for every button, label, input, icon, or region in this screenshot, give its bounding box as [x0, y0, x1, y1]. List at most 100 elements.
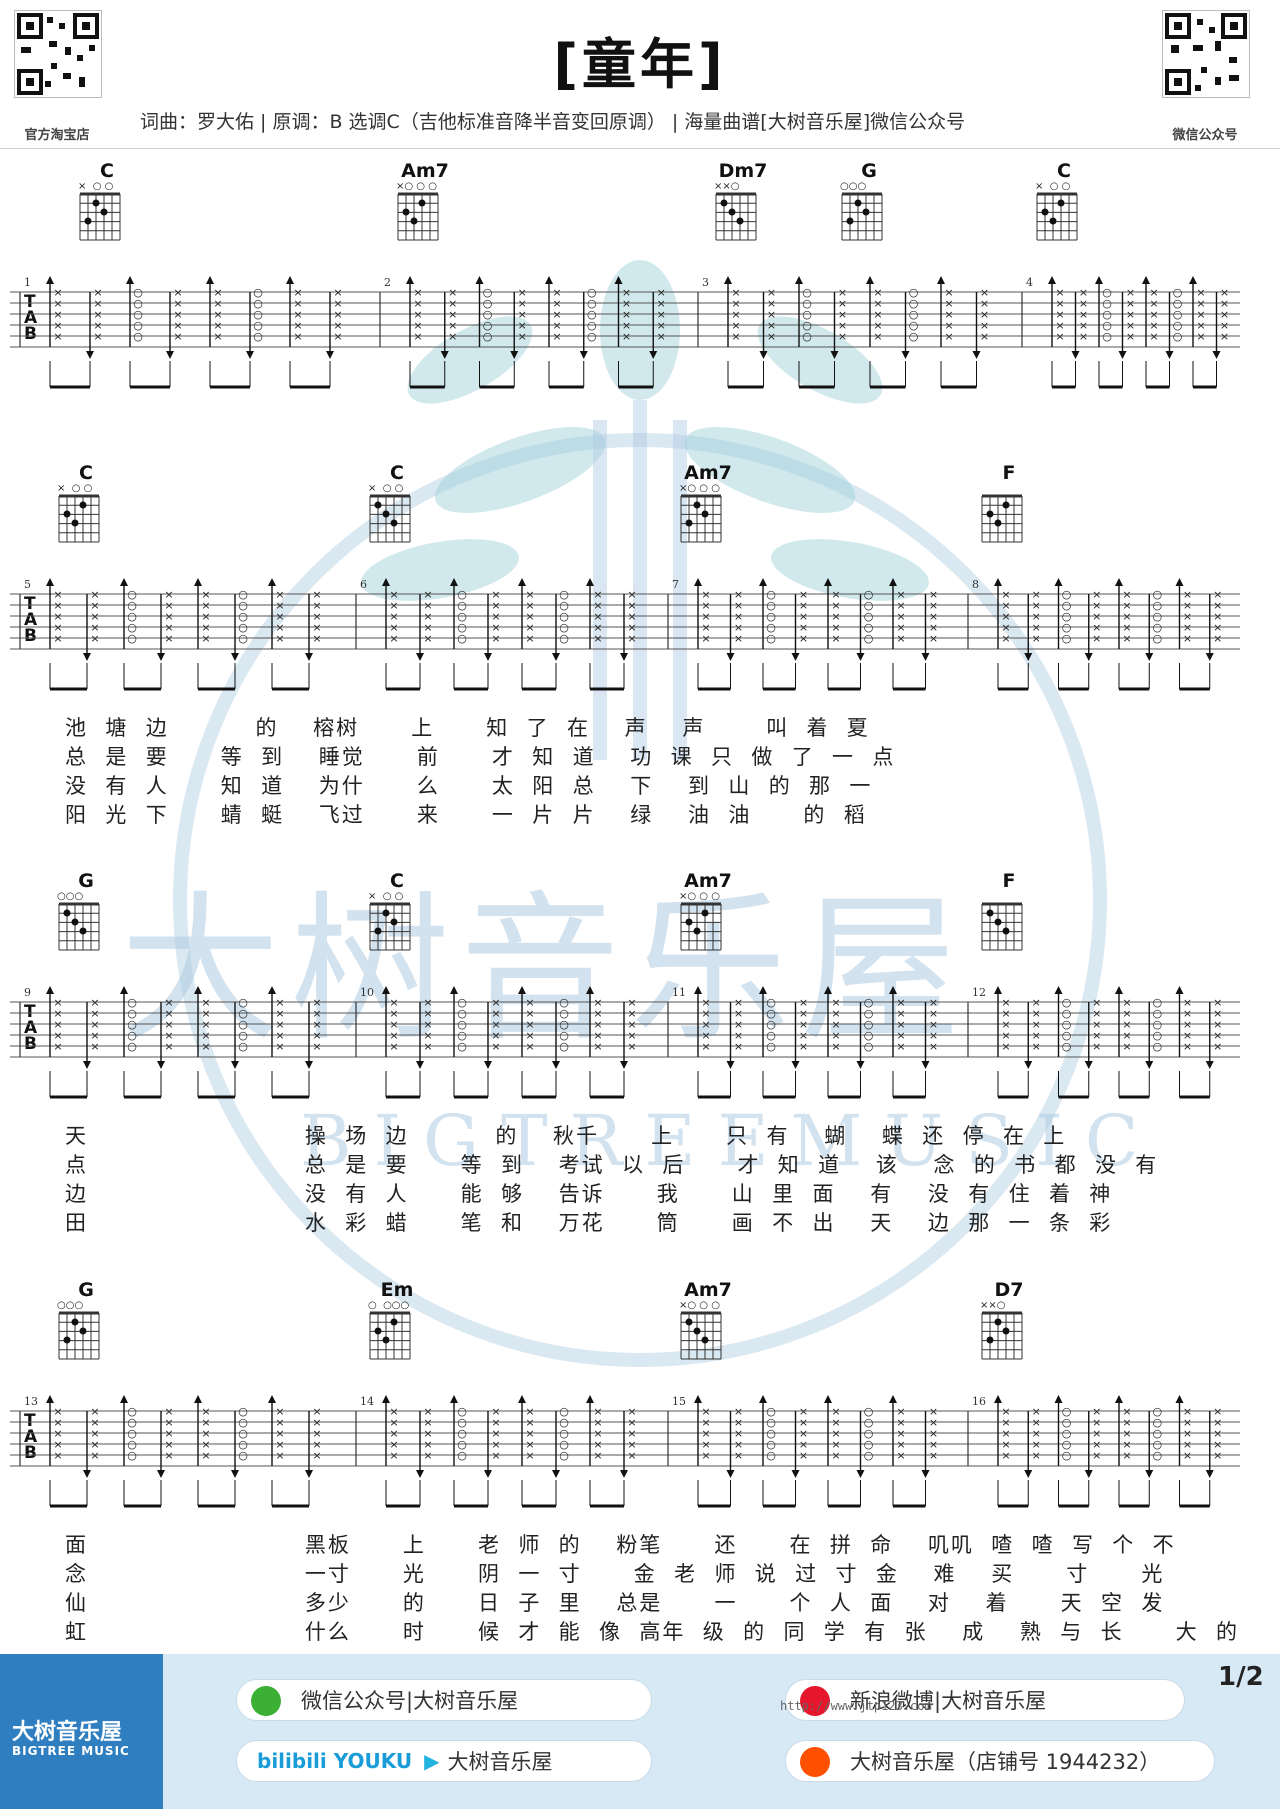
footer-brand-block: 大树音乐屋 BIGTREE MUSIC [0, 1654, 163, 1809]
svg-text:×: × [1220, 308, 1229, 321]
svg-text:○: ○ [1152, 1029, 1162, 1042]
svg-text:○: ○ [802, 319, 812, 332]
svg-text:×: × [701, 1040, 710, 1053]
lyric-line: 阳 光 下 蜻 蜓 飞过 来 一 片 片 绿 油 油 的 稻 [65, 803, 867, 827]
bar-number: 5 [24, 578, 31, 591]
chord-name: Am7 [401, 160, 449, 182]
svg-text:×: × [53, 297, 62, 310]
svg-text:×: × [1092, 1416, 1101, 1429]
svg-text:×: × [873, 319, 882, 332]
qr-code-left[interactable] [14, 10, 102, 98]
svg-text:×: × [1213, 1029, 1222, 1042]
svg-text:○: ○ [238, 1438, 248, 1451]
svg-text:○: ○ [559, 1029, 569, 1042]
svg-text:×: × [491, 1416, 500, 1429]
video-link[interactable]: bilibili YOUKU ▶ 大树音乐屋 [236, 1740, 652, 1782]
svg-text:×: × [53, 588, 62, 601]
svg-text:×: × [767, 297, 776, 310]
svg-text:×: × [1126, 319, 1135, 332]
qr-code-right[interactable] [1162, 10, 1250, 98]
chord-grid-icon [58, 902, 100, 951]
svg-text:○: ○ [766, 1449, 776, 1462]
svg-text:×: × [333, 286, 342, 299]
svg-text:×: × [552, 330, 561, 343]
finger-dot [1057, 199, 1065, 207]
svg-text:×: × [275, 1029, 284, 1042]
finger-dot [994, 519, 1002, 527]
chord-grid-icon [79, 192, 121, 241]
svg-text:○: ○ [238, 1427, 248, 1440]
footer [0, 1654, 1280, 1809]
header-divider [0, 148, 1280, 149]
svg-text:×: × [201, 1040, 210, 1053]
svg-text:×: × [929, 1040, 938, 1053]
svg-text:×: × [90, 610, 99, 623]
page-title: [童年] [553, 33, 727, 96]
svg-text:×: × [1122, 1018, 1131, 1031]
svg-text:×: × [1122, 1449, 1131, 1462]
finger-dot [79, 1327, 87, 1335]
svg-text:○: ○ [253, 319, 263, 332]
weibo-link[interactable]: 新浪微博|大树音乐屋 [785, 1679, 1185, 1721]
chord-name: G [78, 870, 94, 892]
svg-text:○: ○ [559, 621, 569, 634]
svg-text:×: × [448, 319, 457, 332]
svg-text:○: ○ [587, 308, 597, 321]
svg-text:○: ○ [127, 599, 137, 612]
svg-text:○: ○ [238, 610, 248, 623]
svg-text:×: × [838, 319, 847, 332]
svg-text:×: × [896, 1427, 905, 1440]
finger-dot [736, 217, 744, 225]
finger-dot [382, 1336, 390, 1344]
svg-text:×: × [53, 1029, 62, 1042]
svg-text:×: × [1213, 588, 1222, 601]
svg-text:○: ○ [1062, 996, 1072, 1009]
svg-text:×: × [293, 297, 302, 310]
svg-text:×: × [423, 1416, 432, 1429]
chord-grid-icon [981, 494, 1023, 543]
svg-text:×: × [491, 1007, 500, 1020]
svg-text:×: × [275, 1416, 284, 1429]
svg-text:×: × [1092, 588, 1101, 601]
svg-text:×: × [1032, 1029, 1041, 1042]
chord-diagram: C× ○ ○ [1033, 160, 1103, 248]
svg-text:×: × [1092, 610, 1101, 623]
svg-text:×: × [1092, 621, 1101, 634]
svg-text:×: × [1079, 286, 1088, 299]
svg-text:×: × [627, 610, 636, 623]
svg-text:×: × [831, 996, 840, 1009]
svg-text:×: × [423, 1438, 432, 1451]
svg-text:×: × [173, 330, 182, 343]
weibo-icon [800, 1686, 830, 1716]
svg-text:×: × [929, 588, 938, 601]
taobao-link[interactable]: 大树音乐屋（店铺号 1944232） [785, 1740, 1215, 1782]
chord-diagram: C× ○ ○ [76, 160, 146, 248]
wechat-link[interactable]: 微信公众号|大树音乐屋 [236, 1679, 652, 1721]
chord-open-mute-marks: ××○ [714, 181, 740, 192]
lyric-line: 没 有 人 知 道 为什 么 太 阳 总 下 到 山 的 那 一 [65, 774, 873, 798]
footer-brand-cn: 大树音乐屋 [12, 1720, 123, 1745]
svg-text:×: × [491, 1449, 500, 1462]
svg-text:×: × [627, 1405, 636, 1418]
svg-text:×: × [491, 1427, 500, 1440]
svg-text:×: × [518, 319, 527, 332]
svg-text:○: ○ [559, 1007, 569, 1020]
svg-text:×: × [1183, 610, 1192, 623]
svg-text:×: × [896, 632, 905, 645]
svg-text:×: × [1001, 1438, 1010, 1451]
svg-text:×: × [552, 297, 561, 310]
svg-text:×: × [1149, 330, 1158, 343]
svg-text:×: × [944, 297, 953, 310]
svg-text:×: × [1032, 632, 1041, 645]
finger-dot [1041, 208, 1049, 216]
svg-text:×: × [593, 599, 602, 612]
chord-open-mute-marks: ○○○ [57, 1300, 84, 1311]
svg-text:×: × [525, 1029, 534, 1042]
svg-text:×: × [53, 1405, 62, 1418]
svg-text:×: × [389, 1018, 398, 1031]
svg-text:×: × [293, 286, 302, 299]
svg-text:×: × [767, 286, 776, 299]
svg-text:×: × [1001, 588, 1010, 601]
chord-grid-icon [58, 494, 100, 543]
svg-text:×: × [1183, 1438, 1192, 1451]
